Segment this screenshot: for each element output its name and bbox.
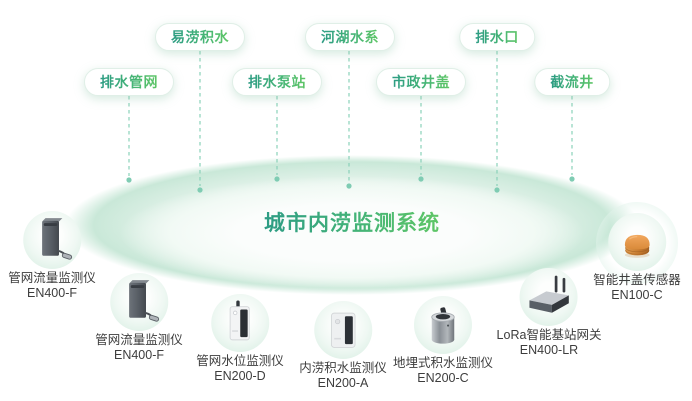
device-circle [413,296,472,354]
device-model: EN200-D [214,369,266,383]
tag-label: 排水管网 [100,74,158,90]
tag-label: 河湖水系 [321,29,379,45]
device-model: EN200-A [317,376,369,390]
platform-ellipse-inner [120,176,584,290]
tag-label: 截流井 [550,74,594,90]
device-circle [519,268,578,326]
tag-label: 市政井盖 [392,74,450,90]
device-label: LoRa智能基站网关 EN400-LR [497,328,602,358]
device-lora-gateway: LoRa智能基站网关 EN400-LR [497,268,602,358]
device-label: 地埋式积水监测仪 EN200-C [393,356,493,386]
tag-label: 易涝积水 [171,29,229,45]
device-circle [313,301,372,359]
device-pipe-flow-monitor-1: 管网流量监测仪 EN400-F [8,211,96,301]
device-manhole-sensor: 智能井盖传感器 EN100-C [593,213,681,303]
device-name: 地埋式积水监测仪 [392,356,494,370]
tag-drain-outlet: 排水口 [459,23,535,51]
tag-label: 排水口 [475,29,519,45]
device-circle [109,273,168,331]
device-model: EN400-LR [519,343,579,357]
tag-flood-prone-area: 易涝积水 [155,23,245,51]
device-name: 管网流量监测仪 [95,333,183,347]
manhole-sensor-icon [624,234,650,258]
connector-dot [126,177,132,183]
system-title: 城市内涝监测系统 [264,207,440,237]
tag-river-lake-system: 河湖水系 [305,23,395,51]
connector-dot [569,176,575,182]
tag-interception-well: 截流井 [534,68,610,96]
flow-monitor-icon [41,218,72,260]
device-label: 内涝积水监测仪 EN200-A [299,361,387,391]
device-circle [22,211,81,269]
device-label: 管网流量监测仪 EN400-F [8,271,96,301]
device-name: 管网流量监测仪 [8,271,96,285]
device-name: 智能井盖传感器 [593,273,681,287]
device-label: 管网水位监测仪 EN200-D [196,354,284,384]
device-label: 智能井盖传感器 EN100-C [593,273,681,303]
lora-gateway-icon [529,275,570,313]
connector-dot [346,183,352,189]
connector-dot [418,176,424,182]
device-model: EN400-F [113,348,165,362]
waterlogging-monitor-icon [330,312,356,348]
flow-monitor-icon [128,280,159,322]
tag-drainage-pipe-network: 排水管网 [84,68,174,96]
device-pipe-flow-monitor-2: 管网流量监测仪 EN400-F [95,273,183,363]
tag-drainage-pump-station: 排水泵站 [232,68,322,96]
device-model: EN200-C [417,371,469,385]
device-circle [210,294,269,352]
device-label: 管网流量监测仪 EN400-F [95,333,183,363]
device-circle [607,213,666,271]
buried-water-monitor-icon [431,307,455,344]
water-level-monitor-icon [229,300,250,341]
connector-dot [197,187,203,193]
tag-label: 排水泵站 [248,74,306,90]
device-pipe-water-level-monitor: 管网水位监测仪 EN200-D [196,294,284,384]
connector-dot [494,187,500,193]
device-model: EN100-C [611,288,663,302]
connector-dot [274,176,280,182]
device-name: LoRa智能基站网关 [496,328,602,342]
device-name: 内涝积水监测仪 [299,361,387,375]
tag-municipal-manhole-cover: 市政井盖 [376,68,466,96]
device-waterlogging-monitor: 内涝积水监测仪 EN200-A [299,301,387,391]
device-name: 管网水位监测仪 [196,354,284,368]
device-buried-water-monitor: 地埋式积水监测仪 EN200-C [393,296,493,386]
device-model: EN400-F [26,286,78,300]
